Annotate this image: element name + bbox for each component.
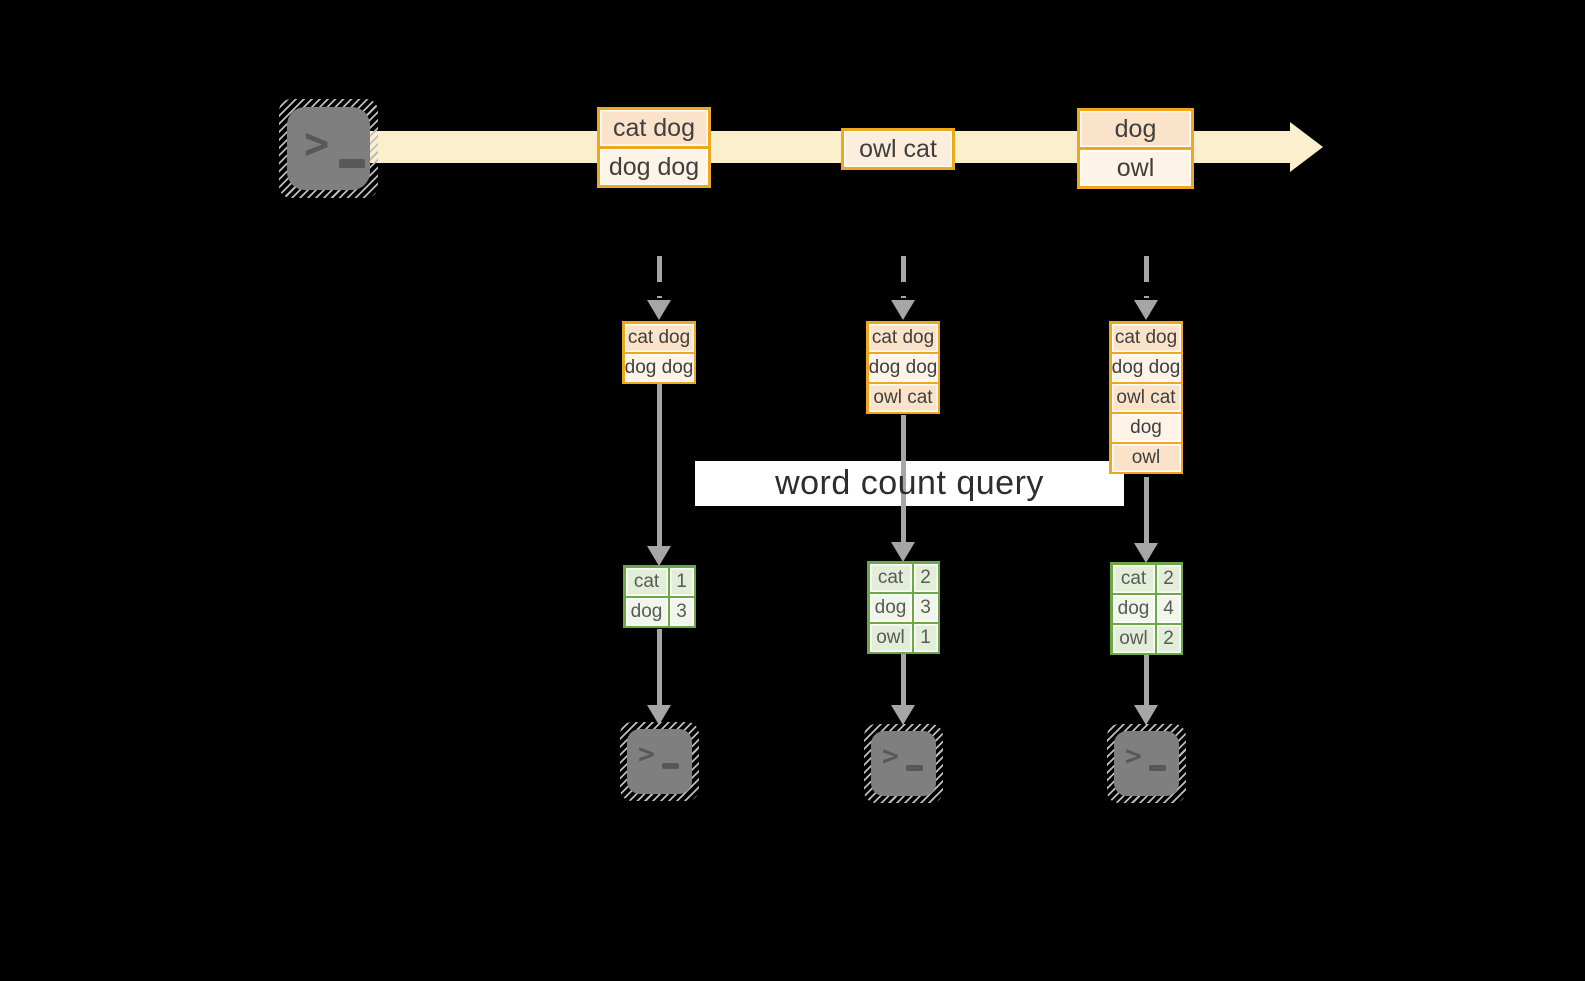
prompt-chevron-icon: >: [304, 117, 330, 170]
prompt-chevron-icon: >: [882, 739, 899, 772]
stream-arrowhead-icon: [1290, 122, 1323, 172]
prompt-underscore-icon: [1149, 765, 1166, 771]
count-cell: 2: [1156, 564, 1181, 593]
arrowhead-icon: [647, 300, 671, 320]
word-cell: dog: [869, 593, 912, 622]
terminal-body: >: [287, 107, 370, 190]
list-item: cat dog: [868, 323, 938, 352]
table-row: dog 3: [625, 597, 694, 626]
arrow-shaft: [656, 629, 662, 706]
event-line: cat dog: [600, 110, 708, 146]
word-count-table: cat 2 dog 3 owl 1: [867, 561, 940, 654]
list-item: dog dog: [868, 353, 938, 382]
table-row: dog 4: [1112, 594, 1181, 623]
terminal-icon: >: [620, 722, 699, 801]
stream-event-box: owl cat: [841, 128, 955, 170]
dashed-arrow-icon: [1143, 256, 1149, 298]
count-cell: 3: [669, 597, 694, 626]
terminal-body: >: [1114, 731, 1179, 796]
stream-snapshot-list: cat dog dog dog: [622, 321, 696, 384]
stream-snapshot-list: cat dog dog dog owl cat: [866, 321, 940, 414]
word-cell: dog: [1112, 594, 1155, 623]
count-cell: 2: [913, 563, 938, 592]
arrowhead-icon: [1134, 705, 1158, 725]
table-row: cat 2: [869, 563, 938, 592]
word-cell: owl: [869, 623, 912, 652]
list-item: owl cat: [1111, 383, 1181, 412]
stream-event-box: dog owl: [1077, 108, 1194, 189]
event-line: owl: [1080, 150, 1191, 186]
event-line: dog: [1080, 111, 1191, 147]
terminal-body: >: [871, 731, 936, 796]
arrowhead-icon: [891, 705, 915, 725]
list-item: dog dog: [1111, 353, 1181, 382]
prompt-underscore-icon: [339, 159, 365, 168]
event-line: owl cat: [844, 131, 952, 167]
dashed-arrow-icon: [900, 256, 906, 298]
arrow-shaft: [1143, 655, 1149, 706]
terminal-icon: >: [279, 99, 378, 198]
arrow-shaft: [656, 384, 662, 547]
dashed-arrow-icon: [656, 256, 662, 298]
table-row: cat 2: [1112, 564, 1181, 593]
list-item: dog dog: [624, 353, 694, 382]
prompt-chevron-icon: >: [1125, 739, 1142, 772]
table-row: owl 1: [869, 623, 938, 652]
arrowhead-icon: [891, 542, 915, 562]
terminal-icon: >: [1107, 724, 1186, 803]
terminal-icon: >: [864, 724, 943, 803]
arrowhead-icon: [647, 546, 671, 566]
list-item: owl: [1111, 443, 1181, 472]
prompt-underscore-icon: [662, 763, 679, 769]
arrowhead-icon: [647, 705, 671, 725]
list-item: cat dog: [624, 323, 694, 352]
table-row: cat 1: [625, 567, 694, 596]
query-label: word count query: [775, 464, 1044, 502]
arrowhead-icon: [891, 300, 915, 320]
event-line: dog dog: [600, 149, 708, 185]
query-label-background: [695, 461, 1124, 506]
list-item: cat dog: [1111, 323, 1181, 352]
word-count-table: cat 1 dog 3: [623, 565, 696, 628]
word-cell: owl: [1112, 624, 1155, 653]
word-cell: dog: [625, 597, 668, 626]
word-count-table: cat 2 dog 4 owl 2: [1110, 562, 1183, 655]
arrowhead-icon: [1134, 543, 1158, 563]
list-item: owl cat: [868, 383, 938, 412]
prompt-chevron-icon: >: [638, 737, 655, 770]
arrow-shaft: [1143, 477, 1149, 544]
terminal-body: >: [627, 729, 692, 794]
stream-event-box: cat dog dog dog: [597, 107, 711, 188]
count-cell: 1: [913, 623, 938, 652]
count-cell: 1: [669, 567, 694, 596]
count-cell: 3: [913, 593, 938, 622]
table-row: owl 2: [1112, 624, 1181, 653]
arrow-shaft: [900, 415, 906, 543]
arrow-shaft: [900, 654, 906, 706]
list-item: dog: [1111, 413, 1181, 442]
prompt-underscore-icon: [906, 765, 923, 771]
arrowhead-icon: [1134, 300, 1158, 320]
word-cell: cat: [625, 567, 668, 596]
table-row: dog 3: [869, 593, 938, 622]
word-cell: cat: [1112, 564, 1155, 593]
count-cell: 4: [1156, 594, 1181, 623]
word-cell: cat: [869, 563, 912, 592]
count-cell: 2: [1156, 624, 1181, 653]
stream-snapshot-list: cat dog dog dog owl cat dog owl: [1109, 321, 1183, 474]
